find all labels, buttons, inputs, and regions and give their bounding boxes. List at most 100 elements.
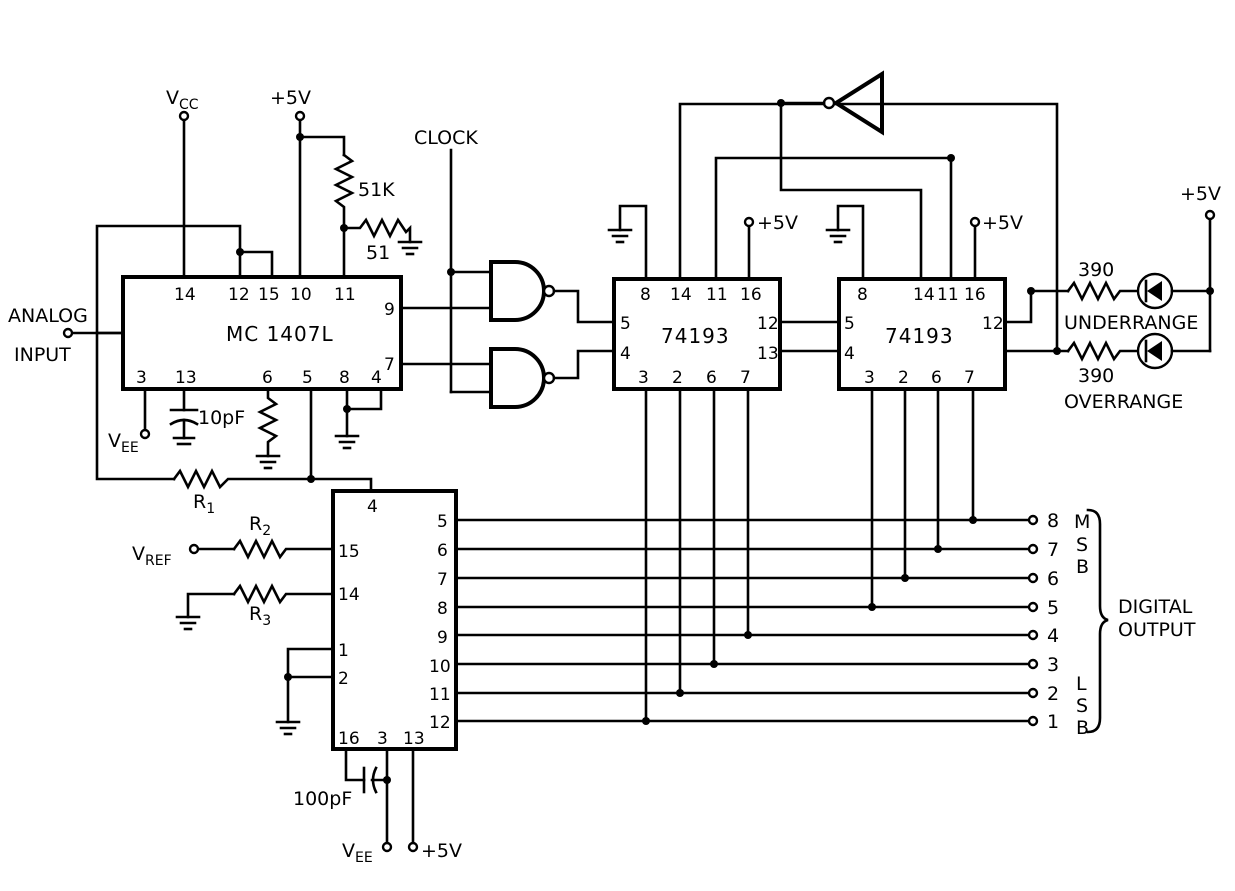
vcc-label: VCC	[166, 87, 199, 113]
output-terminal-4	[1027, 629, 1039, 641]
counter1-pin-8: 8	[640, 285, 651, 305]
mc1407-pin-7: 7	[384, 355, 395, 375]
analog-input-label-line2: INPUT	[14, 344, 71, 366]
mc1407-chip: MC 1407L 14 12 15 10 11 3 13 6 5 8 4 9 7	[121, 275, 403, 391]
wires-left	[62, 110, 423, 493]
mc1407-pin-6: 6	[262, 368, 273, 388]
wires-dac	[175, 387, 1109, 853]
dac-pin-6: 6	[437, 541, 448, 561]
overrange-led-triangle	[1147, 341, 1162, 361]
counter1-pin-5: 5	[620, 314, 631, 334]
dac-pin-7: 7	[437, 570, 448, 590]
mc1407-name: MC 1407L	[226, 322, 334, 346]
msb-letter-m: M	[1074, 511, 1090, 533]
dac-pin-10: 10	[429, 657, 451, 677]
mc1407-pin-3: 3	[136, 368, 147, 388]
output-terminal-6	[1027, 572, 1039, 584]
counter1-pin-14: 14	[670, 285, 692, 305]
dac-pin-11: 11	[429, 685, 451, 705]
labels: VCC +5V CLOCK 51K 51 ANALOG INPUT VEE 10…	[8, 87, 1221, 866]
mc1407-pin-13: 13	[175, 368, 197, 388]
plus5v-terminal-counter2	[969, 216, 981, 228]
dac-pin-15: 15	[338, 542, 360, 562]
counter1-name: 74193	[661, 324, 730, 348]
digital-output-label-line2: OUTPUT	[1118, 619, 1196, 641]
output-terminal-5	[1027, 601, 1039, 613]
wires-counters	[607, 70, 1059, 353]
counter1-pin-3: 3	[638, 368, 649, 388]
output-terminal-8	[1027, 514, 1039, 526]
counter2-pin-4: 4	[844, 344, 855, 364]
c-100pf-label: 100pF	[293, 788, 352, 810]
output-terminal-2	[1027, 687, 1039, 699]
indicator-leds	[1003, 209, 1216, 370]
counter1-pin-4: 4	[620, 344, 631, 364]
output-terminal-1	[1027, 715, 1039, 727]
dac-pin-5: 5	[437, 512, 448, 532]
nand-gate-1-bubble	[542, 284, 556, 298]
mc1407-pin-11: 11	[334, 285, 356, 305]
inverter-buffer	[832, 70, 884, 136]
plus5v-terminal-counter1	[743, 216, 755, 228]
vee-terminal-dac	[381, 841, 393, 853]
dac-pin-2: 2	[338, 669, 349, 689]
output-brace	[1086, 508, 1109, 734]
lsb-letter-l: L	[1076, 673, 1087, 695]
dac-pin-12: 12	[429, 713, 451, 733]
dac-chip: 4 15 14 1 2 5 6 7 8 9 10 11 12 16 3 13	[331, 489, 458, 751]
counter1-pin-6: 6	[706, 368, 717, 388]
mc1407-pin-14: 14	[174, 285, 196, 305]
output-bit-4: 4	[1047, 625, 1059, 647]
vref-terminal	[188, 543, 200, 555]
nand-gate-1	[489, 260, 546, 322]
r1-label: R1	[193, 491, 215, 517]
lsb-letter-s: S	[1076, 695, 1088, 717]
counter2-pin-11: 11	[937, 285, 959, 305]
r-390-bottom-label: 390	[1078, 365, 1114, 387]
c-10pf-label: 10pF	[198, 407, 245, 429]
dac-pin-3: 3	[377, 729, 388, 749]
output-bit-2: 2	[1047, 683, 1059, 705]
nand-gate-2-bubble	[542, 371, 556, 385]
plus5v-terminal-leds	[1204, 209, 1216, 221]
r-51k-resistor	[333, 153, 355, 279]
dac-body	[331, 489, 458, 751]
analog-input-label-line1: ANALOG	[8, 305, 88, 327]
counter2-pin-7: 7	[964, 368, 975, 388]
r2-resistor	[232, 538, 335, 560]
counter1-pin-13: 13	[757, 344, 779, 364]
counter1-pin-16: 16	[740, 285, 762, 305]
dac-pin-13: 13	[403, 729, 425, 749]
r-390-bottom-resistor	[1066, 340, 1138, 362]
msb-letter-s: S	[1076, 534, 1088, 556]
dac-pin-8: 8	[437, 599, 448, 619]
mc1407-pin-15: 15	[258, 285, 280, 305]
r-51-resistor	[342, 217, 412, 244]
output-bit-7: 7	[1047, 539, 1059, 561]
output-bit-3: 3	[1047, 654, 1059, 676]
output-terminal-7	[1027, 543, 1039, 555]
counter2-pin-16: 16	[964, 285, 986, 305]
counter1-pin-2: 2	[672, 368, 683, 388]
counter1-pin-11: 11	[706, 285, 728, 305]
mc1407-pin-5: 5	[302, 368, 313, 388]
counter2-pin-6: 6	[931, 368, 942, 388]
counter2-pin-14: 14	[913, 285, 935, 305]
dac-pin-4: 4	[367, 497, 378, 517]
nand-gate-2	[489, 347, 546, 409]
vee-label-mc1407: VEE	[108, 430, 139, 456]
r-51-label: 51	[366, 242, 390, 264]
counter1-chip: 74193 8 14 11 16 3 2 6 7 5 4 12 13	[612, 277, 782, 391]
counter1-pin-12: 12	[757, 314, 779, 334]
output-bit-6: 6	[1047, 568, 1059, 590]
plus5v-label-dac: +5V	[421, 840, 462, 862]
underrange-led-triangle	[1147, 281, 1162, 301]
msb-letter-b: B	[1076, 556, 1089, 578]
vcc-terminal	[178, 110, 190, 122]
plus5v-label-mc1407: +5V	[270, 87, 311, 109]
dac-pin-14: 14	[338, 585, 360, 605]
vee-terminal-mc1407	[139, 428, 151, 440]
pin6-resistor	[257, 387, 279, 458]
output-bit-1: 1	[1047, 711, 1059, 733]
